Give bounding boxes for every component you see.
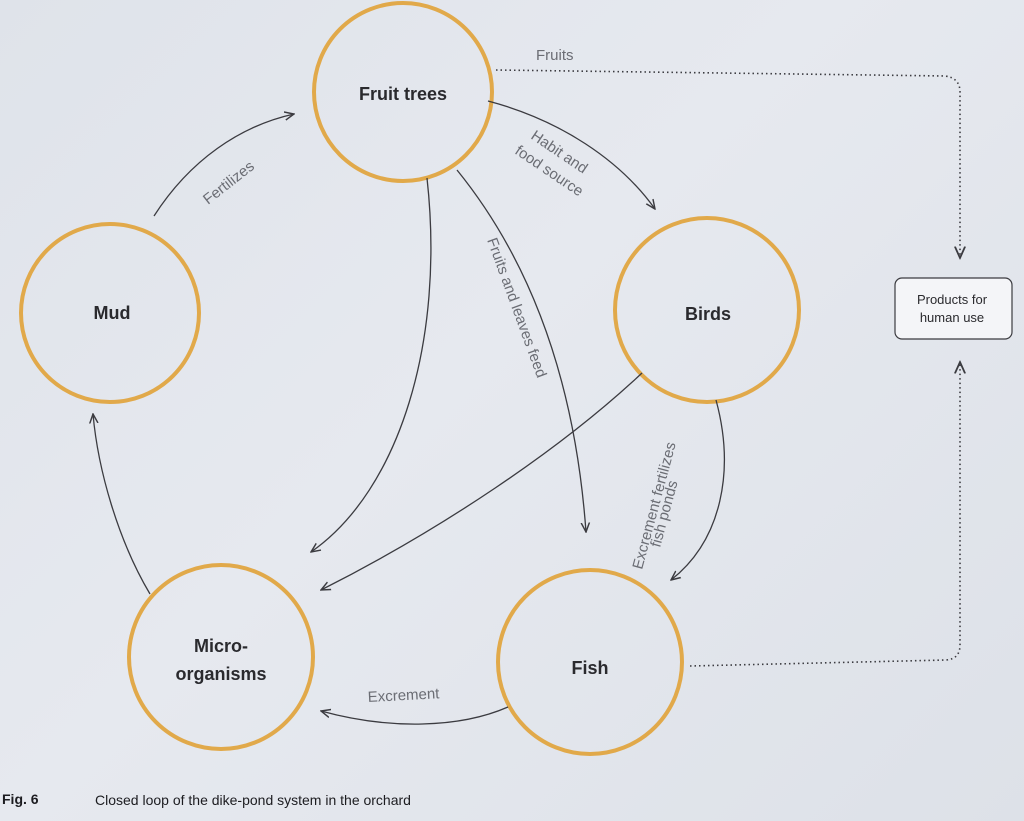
edge-label-fertilizes: Fertilizes bbox=[200, 158, 258, 208]
edge-microorganisms-to-mud bbox=[93, 414, 151, 595]
edge-fruit-trees-to-microorganisms bbox=[311, 177, 432, 552]
node-microorganisms: Micro- organisms bbox=[127, 563, 315, 751]
node-birds-label: Birds bbox=[685, 304, 731, 324]
edge-fruit-trees-to-birds bbox=[487, 100, 655, 209]
edge-fish-to-microorganisms bbox=[321, 706, 509, 725]
products-for-human-use-box: Products for human use bbox=[894, 277, 1013, 340]
edge-birds-to-microorganisms bbox=[321, 372, 643, 590]
products-box-label-line1: Products for bbox=[917, 292, 988, 307]
node-fruit-trees-label: Fruit trees bbox=[359, 84, 447, 104]
edge-fruit-trees-to-products bbox=[495, 69, 960, 258]
node-fruit-trees: Fruit trees bbox=[312, 1, 494, 183]
node-microorganisms-label-line1: Micro- bbox=[194, 636, 248, 656]
node-fish: Fish bbox=[496, 568, 684, 756]
edge-mud-to-fruit-trees bbox=[153, 114, 294, 217]
node-mud-label: Mud bbox=[94, 303, 131, 323]
node-mud: Mud bbox=[19, 222, 201, 404]
edge-label-fruits: Fruits bbox=[536, 47, 574, 64]
edge-label-fruits-leaves-feed: Fruits and leaves feed bbox=[483, 236, 549, 381]
node-fish-label: Fish bbox=[571, 658, 608, 678]
edge-fruit-trees-to-fish bbox=[456, 169, 586, 532]
edge-label-excrement: Excrement bbox=[367, 685, 440, 706]
node-microorganisms-label-line2: organisms bbox=[175, 664, 266, 684]
figure-number: Fig. 6 bbox=[2, 791, 39, 807]
edge-birds-to-fish bbox=[671, 399, 725, 580]
node-birds: Birds bbox=[613, 216, 801, 404]
figure-caption: Closed loop of the dike-pond system in t… bbox=[95, 792, 411, 808]
products-box-label-line2: human use bbox=[920, 310, 984, 325]
edge-fish-to-products bbox=[689, 362, 960, 667]
